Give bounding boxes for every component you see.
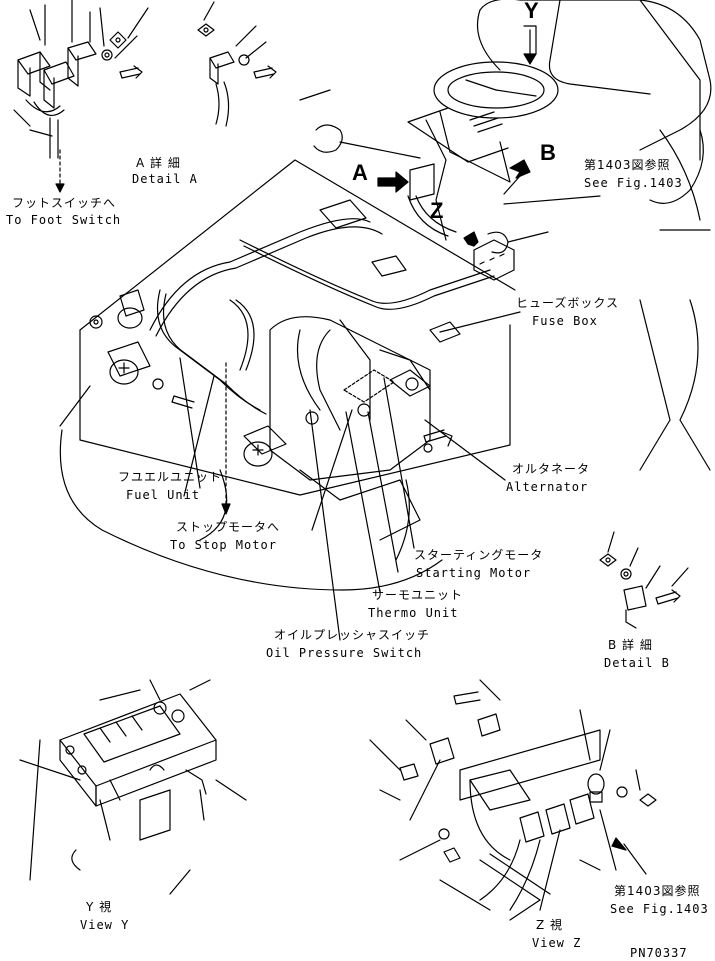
view-y-title-en: View Y bbox=[80, 918, 130, 932]
thermo-unit-label-en: Thermo Unit bbox=[368, 606, 459, 620]
detail-a-drawing bbox=[13, 0, 149, 193]
detail-b-title-en: Detail B bbox=[604, 656, 670, 670]
main-assembly bbox=[59, 89, 601, 641]
fuel-unit-label-jp: フユエルユニット bbox=[118, 470, 223, 484]
see-fig-bottom-jp: 第1403図参照 bbox=[614, 884, 701, 898]
alternator-label-jp: オルタネータ bbox=[512, 462, 591, 476]
foot-switch-label-jp: フットスイッチへ bbox=[12, 196, 117, 210]
view-z-title-en: View Z bbox=[532, 936, 582, 950]
stop-motor-label-en: To Stop Motor bbox=[170, 538, 277, 552]
operator-area bbox=[407, 0, 712, 471]
view-letter-z: Z bbox=[430, 198, 444, 223]
alternator-label-en: Alternator bbox=[506, 480, 589, 494]
fuse-box-label-en: Fuse Box bbox=[532, 314, 598, 328]
part-number: PN70337 bbox=[630, 946, 688, 960]
detail-a-small-parts bbox=[197, 1, 277, 127]
view-y-title-jp: Y 視 bbox=[86, 900, 113, 914]
view-z-title-jp: Z 視 bbox=[536, 918, 564, 932]
see-fig-top-jp: 第1403図参照 bbox=[584, 158, 671, 172]
detail-a-title-jp: A 詳 細 bbox=[136, 156, 181, 170]
thermo-unit-label-jp: サーモユニット bbox=[372, 588, 464, 602]
detail-a-title-en: Detail A bbox=[132, 172, 198, 186]
see-fig-bottom-en: See Fig.1403 bbox=[610, 902, 709, 916]
stop-motor-label-jp: ストップモータへ bbox=[176, 520, 281, 534]
view-y-drawing bbox=[19, 679, 247, 895]
view-z-drawing bbox=[369, 679, 657, 921]
foot-switch-label-en: To Foot Switch bbox=[6, 213, 122, 227]
see-fig-top-en: See Fig.1403 bbox=[584, 176, 683, 190]
starting-motor-label-jp: スターティングモータ bbox=[414, 548, 544, 562]
fuel-unit-label-en: Fuel Unit bbox=[126, 488, 201, 502]
view-letter-y: Y bbox=[524, 0, 539, 23]
view-letter-a: A bbox=[352, 160, 368, 185]
oil-pressure-label-en: Oil Pressure Switch bbox=[266, 646, 423, 660]
oil-pressure-label-jp: オイルプレッシャスイッチ bbox=[274, 628, 431, 642]
detail-b-title-jp: B 詳 細 bbox=[608, 638, 653, 652]
view-letter-b: B bbox=[540, 140, 556, 165]
starting-motor-label-en: Starting Motor bbox=[416, 566, 532, 580]
fuse-box-label-jp: ヒューズボックス bbox=[516, 296, 620, 310]
detail-b-drawing bbox=[599, 531, 689, 629]
